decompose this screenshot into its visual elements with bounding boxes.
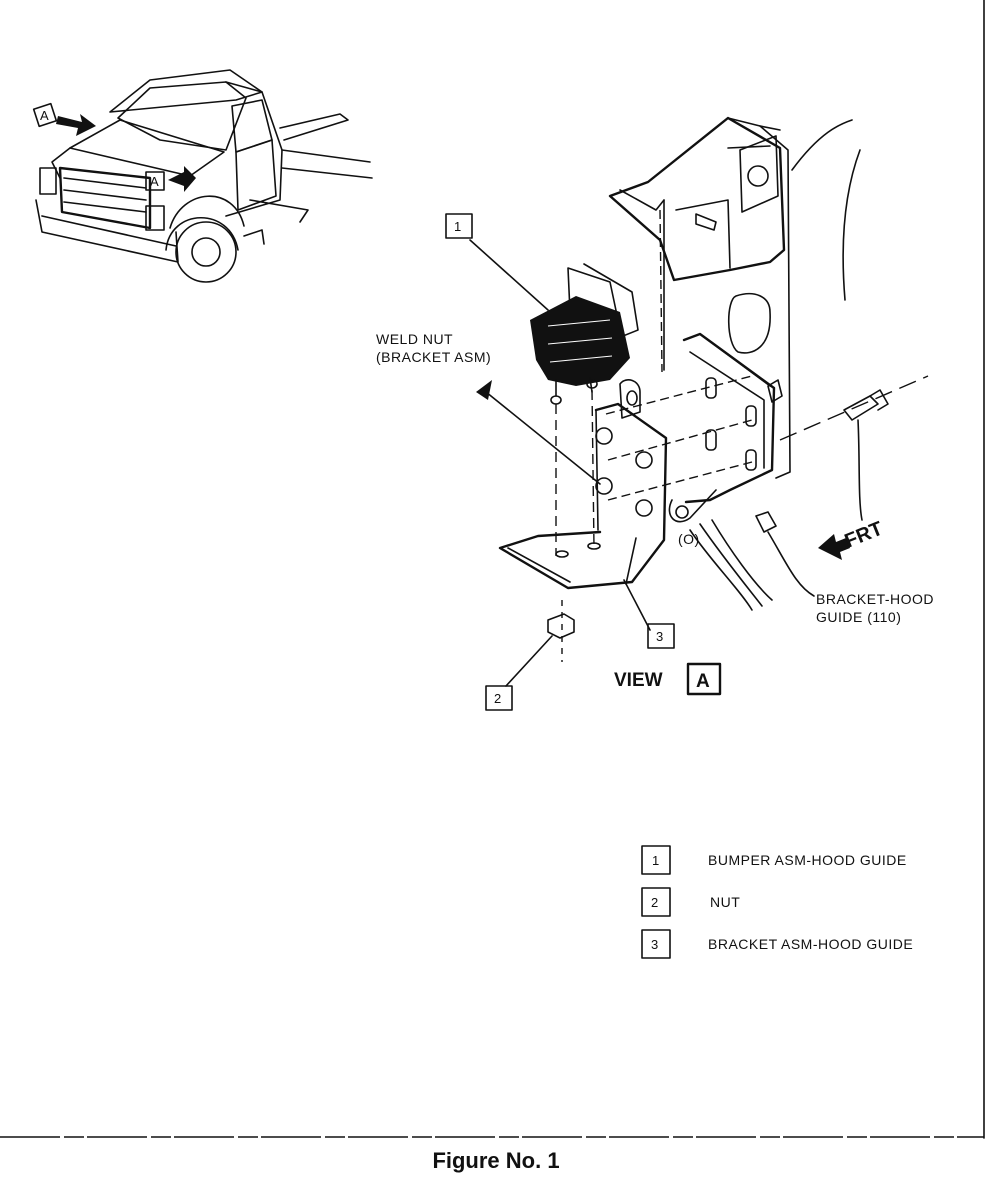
svg-text:3: 3 [656, 629, 663, 644]
bracket-hood-guide-label: BRACKET-HOOD GUIDE (110) [767, 531, 934, 625]
detail-assembly: (O) [605, 116, 929, 611]
svg-text:2: 2 [494, 691, 501, 706]
legend-item-2: 2 NUT [641, 887, 740, 917]
svg-text:BRACKET ASM-HOOD GUIDE: BRACKET ASM-HOOD GUIDE [708, 936, 913, 952]
truck-illustration [35, 69, 373, 283]
bracket-asm-hood-guide [498, 379, 668, 590]
svg-text:1: 1 [454, 219, 461, 234]
weld-nut-label: WELD NUT (BRACKET ASM) [376, 331, 601, 485]
view-a-title: VIEW A [614, 662, 722, 696]
svg-text:A: A [696, 671, 710, 692]
view-a-indicator-left: A [32, 102, 96, 136]
page-border [0, 0, 985, 1139]
svg-text:3: 3 [651, 937, 658, 952]
legend-item-1: 1 BUMPER ASM-HOOD GUIDE [641, 845, 907, 875]
callout-2: 2 [485, 635, 553, 711]
svg-text:GUIDE (110): GUIDE (110) [816, 609, 901, 625]
svg-text:A: A [40, 108, 49, 123]
svg-text:A: A [150, 174, 159, 189]
nut [547, 600, 575, 662]
svg-text:NUT: NUT [710, 894, 740, 910]
figure-caption: Figure No. 1 [432, 1148, 560, 1173]
svg-text:BUMPER ASM-HOOD GUIDE: BUMPER ASM-HOOD GUIDE [708, 852, 907, 868]
legend: 1 BUMPER ASM-HOOD GUIDE 2 NUT 3 BRACKET … [641, 845, 913, 959]
legend-item-3: 3 BRACKET ASM-HOOD GUIDE [641, 929, 913, 959]
callout-1: 1 [445, 213, 549, 311]
svg-text:FRT: FRT [842, 518, 886, 553]
svg-text:2: 2 [651, 895, 658, 910]
callout-3: 3 [623, 579, 675, 649]
front-direction-arrow: FRT [818, 518, 886, 560]
view-a-indicator-mid: A [145, 166, 196, 192]
svg-text:WELD NUT: WELD NUT [376, 331, 453, 347]
svg-text:VIEW: VIEW [614, 670, 663, 691]
svg-text:(BRACKET ASM): (BRACKET ASM) [376, 349, 491, 365]
svg-text:BRACKET-HOOD: BRACKET-HOOD [816, 591, 934, 607]
svg-text:(O): (O) [678, 531, 700, 547]
svg-text:1: 1 [652, 853, 659, 868]
bumper-asm-hood-guide [530, 263, 639, 556]
